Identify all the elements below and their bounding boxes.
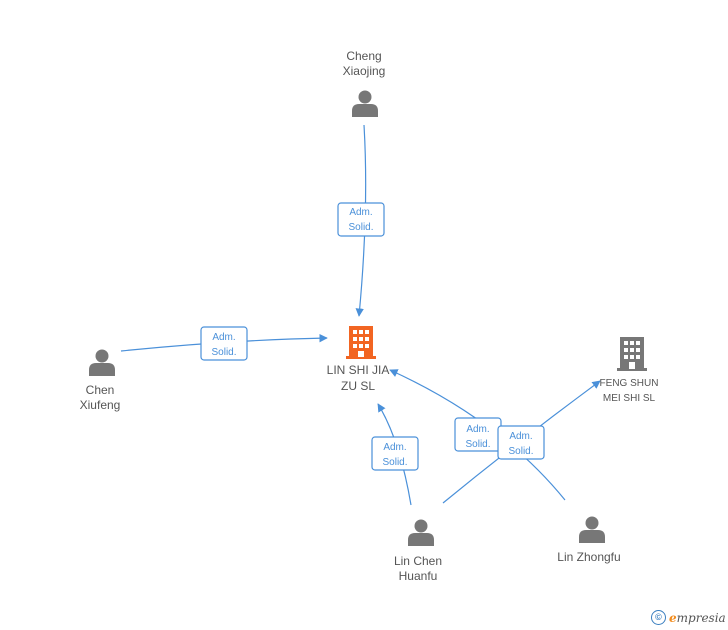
badge-label-solid: Solid. bbox=[465, 439, 490, 450]
person-icon bbox=[579, 516, 605, 543]
person-icon bbox=[89, 349, 115, 376]
node-name-line1: LIN SHI JIA bbox=[327, 363, 390, 377]
node-lin-zhongfu[interactable]: Lin Zhongfu bbox=[557, 516, 621, 565]
edge-badge-huanfu-main[interactable]: Adm. Solid. bbox=[371, 436, 419, 471]
edge-badge-huanfu-feng[interactable]: Adm. Solid. bbox=[497, 425, 545, 460]
badge-label-adm: Adm. bbox=[349, 207, 372, 218]
badge-label-adm: Adm. bbox=[466, 424, 489, 435]
badge-label-adm: Adm. bbox=[509, 431, 532, 442]
brand-name: mpresia bbox=[676, 610, 726, 625]
edge-badge-zhongfu-main[interactable]: Adm. Solid. bbox=[454, 417, 502, 452]
badge-label-solid: Solid. bbox=[348, 222, 373, 233]
badge-label-solid: Solid. bbox=[211, 347, 236, 358]
badge-label-solid: Solid. bbox=[508, 446, 533, 457]
person-icon bbox=[352, 90, 378, 117]
node-name-line2: ZU SL bbox=[341, 379, 375, 393]
node-name-line2: Xiufeng bbox=[80, 398, 121, 412]
node-cheng-xiaojing[interactable]: Cheng Xiaojing bbox=[343, 49, 386, 117]
building-icon bbox=[346, 326, 376, 359]
copyright-footer: ©empresia bbox=[651, 610, 726, 626]
brand-initial: e bbox=[669, 610, 677, 625]
badge-label-adm: Adm. bbox=[212, 332, 235, 343]
copyright-icon: © bbox=[651, 610, 666, 626]
node-name-line1: Chen bbox=[86, 383, 115, 397]
badge-label-solid: Solid. bbox=[382, 457, 407, 468]
node-chen-xiufeng[interactable]: Chen Xiufeng bbox=[80, 349, 121, 413]
node-feng-shun-mei-shi-sl[interactable]: FENG SHUN MEI SHI SL bbox=[600, 337, 659, 404]
node-name-line2: Huanfu bbox=[399, 569, 438, 583]
edge-badge-cheng-main[interactable]: Adm. Solid. bbox=[337, 202, 385, 237]
node-name-line1: Lin Chen bbox=[394, 554, 442, 568]
node-name-line2: MEI SHI SL bbox=[603, 393, 656, 404]
node-lin-chen-huanfu[interactable]: Lin Chen Huanfu bbox=[394, 519, 442, 584]
node-name-line1: Cheng bbox=[346, 49, 381, 63]
edge-badge-chen-main[interactable]: Adm. Solid. bbox=[200, 326, 248, 361]
person-icon bbox=[408, 519, 434, 546]
building-icon bbox=[617, 337, 647, 371]
node-name-line1: Lin Zhongfu bbox=[557, 550, 620, 564]
brand-logo: empresia bbox=[669, 611, 726, 625]
badge-label-adm: Adm. bbox=[383, 442, 406, 453]
node-name-line1: FENG SHUN bbox=[600, 378, 659, 389]
node-name-line2: Xiaojing bbox=[343, 64, 386, 78]
node-lin-shi-jia-zu-sl[interactable]: LIN SHI JIA ZU SL bbox=[327, 326, 390, 393]
